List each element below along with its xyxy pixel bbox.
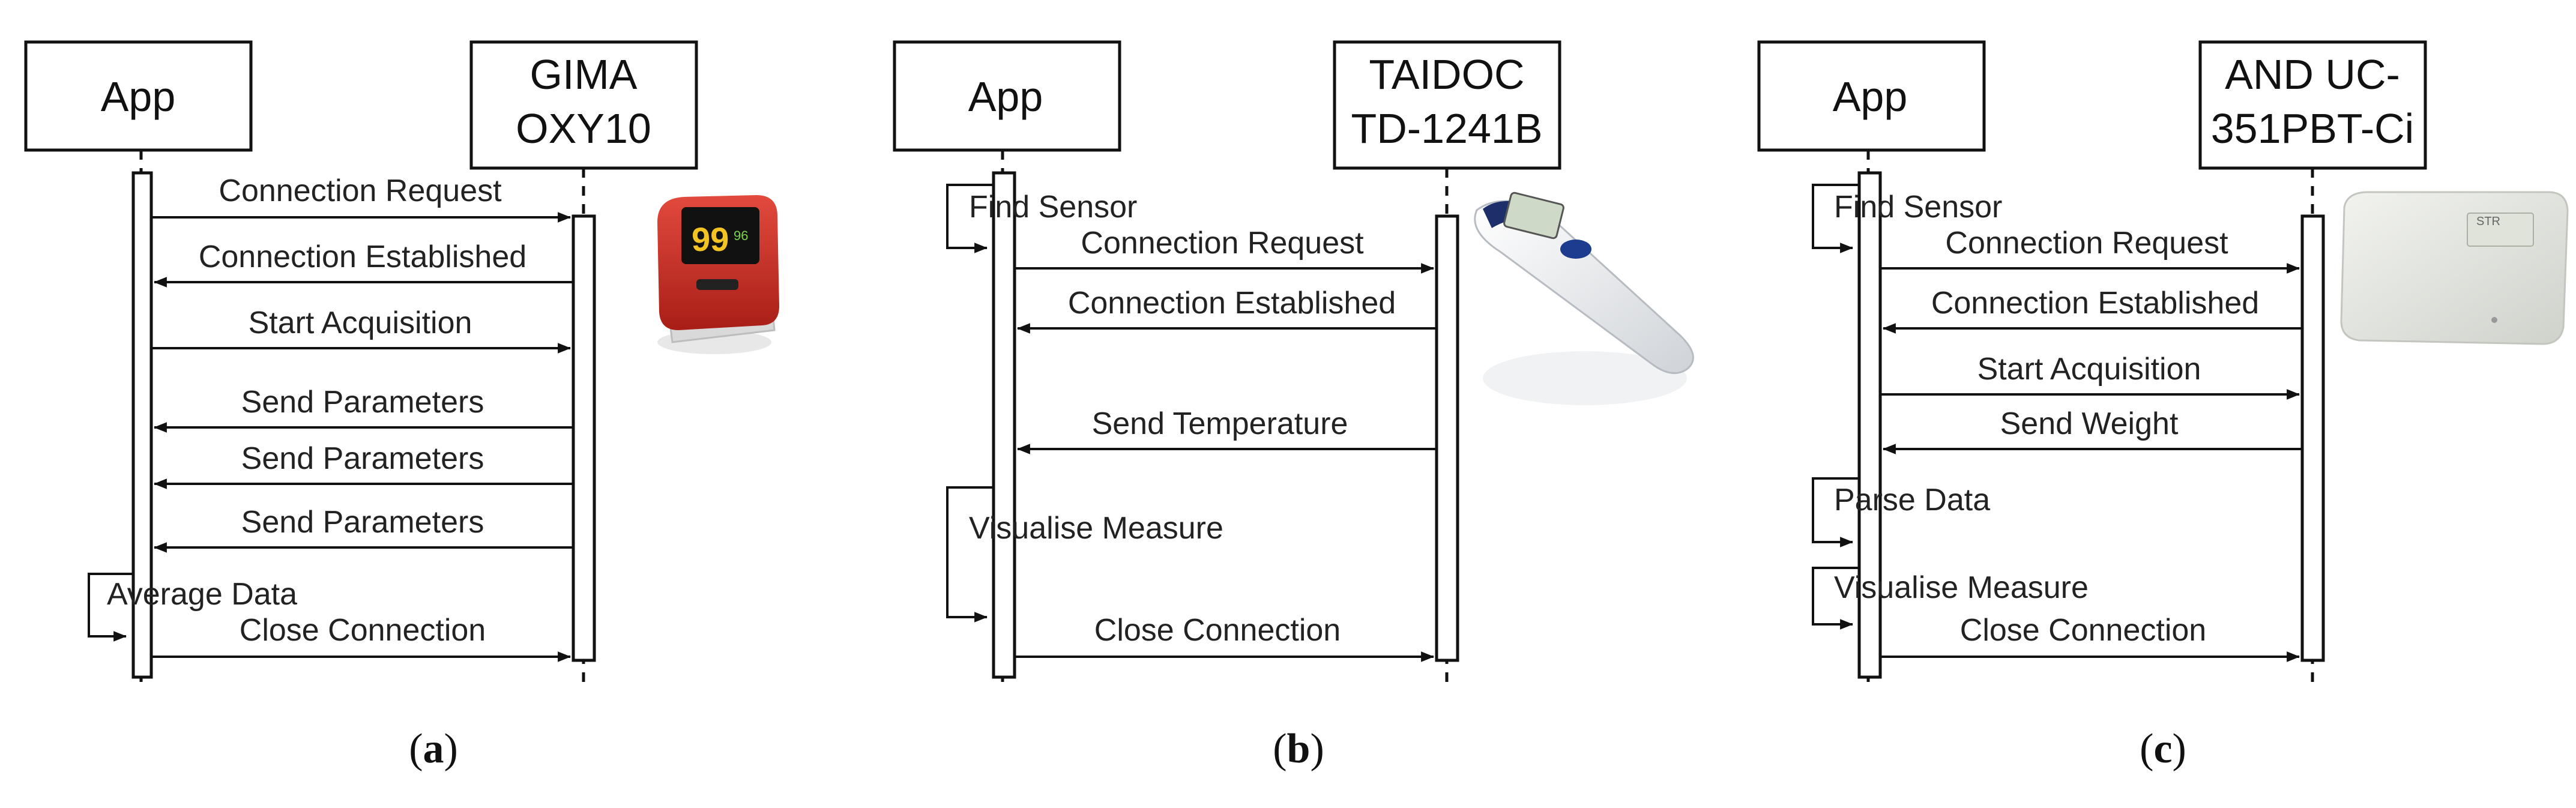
message-label: Start Acquisition (1977, 352, 2201, 387)
message-label: Send Temperature (1092, 406, 1348, 441)
message-arrow: Close Connection (1880, 613, 2300, 662)
message-arrow: Close Connection (151, 613, 572, 662)
device-label-line1: TAIDOC (1369, 51, 1524, 98)
app-lifeline-box (24, 40, 253, 152)
app-label: App (101, 73, 176, 120)
device-lifeline-box (2198, 40, 2427, 170)
message-label: Close Connection (1960, 613, 2206, 648)
device-label-line2: OXY10 (516, 105, 651, 152)
message-arrow: Start Acquisition (151, 306, 572, 354)
panel-c: App AND UC- 351PBT-Ci Find Sensor Connec… (1757, 40, 2569, 690)
app-activation-bar (131, 171, 153, 679)
svg-text:STR: STR (2476, 215, 2500, 228)
device-label-line1: AND UC- (2225, 51, 2400, 98)
message-label: Connection Established (1068, 286, 1396, 321)
panel-b: App TAIDOC TD-1241B Find Sensor Connecti… (893, 40, 1694, 690)
device-label-line2: 351PBT-Ci (2211, 105, 2414, 152)
message-arrow: Send Temperature (1016, 406, 1437, 454)
pulse-oximeter-icon: 99 96 (657, 195, 779, 354)
caption-letter: b (1287, 726, 1311, 772)
app-label: App (968, 73, 1043, 120)
app-activation-bar (992, 171, 1016, 679)
app-lifeline-box (893, 40, 1121, 152)
svg-text:(c): (c) (2140, 726, 2186, 772)
self-call-label: Find Sensor (1834, 190, 2002, 225)
self-call: Find Sensor (1812, 184, 2002, 253)
caption-c: (c) (2140, 726, 2186, 772)
message-label: Close Connection (240, 613, 486, 648)
self-call: Visualise Measure (1812, 567, 2089, 630)
svg-text:96: 96 (734, 228, 748, 243)
message-arrow: Start Acquisition (1880, 352, 2300, 400)
device-label-line1: GIMA (530, 51, 638, 98)
self-call-label: Find Sensor (969, 190, 1137, 225)
device-activation-bar (572, 214, 596, 662)
app-lifeline-box (1757, 40, 1986, 152)
message-label: Connection Established (199, 240, 526, 274)
message-label: Start Acquisition (249, 306, 472, 340)
message-arrow: Send Weight (1882, 406, 2302, 454)
caption-a: (a) (409, 726, 458, 772)
message-arrow: Connection Established (1882, 286, 2302, 334)
message-label: Send Parameters (241, 441, 484, 476)
message-label: Connection Request (1945, 226, 2228, 261)
self-call-label: Visualise Measure (1834, 570, 2089, 605)
caption-letter: c (2153, 726, 2172, 772)
message-arrow: Send Parameters (153, 441, 573, 489)
caption-letter: a (423, 726, 444, 772)
message-arrow: Connection Request (151, 173, 572, 223)
self-call-label: Parse Data (1834, 483, 1990, 517)
message-arrow: Send Parameters (153, 505, 573, 553)
device-lifeline-box (469, 40, 698, 170)
self-call: Find Sensor (946, 184, 1137, 253)
svg-text:(b): (b) (1273, 726, 1324, 772)
message-arrow: Send Parameters (153, 385, 573, 433)
message-arrow: Connection Request (1015, 226, 1435, 274)
self-call: Average Data (88, 573, 297, 642)
message-label: Connection Established (1931, 286, 2259, 321)
message-label: Send Weight (2000, 406, 2179, 441)
message-label: Connection Request (1081, 226, 1364, 261)
svg-text:(a): (a) (409, 726, 458, 772)
message-arrow: Close Connection (1015, 613, 1435, 662)
message-label: Send Parameters (241, 505, 484, 540)
device-activation-bar (2300, 214, 2325, 662)
message-arrow: Connection Established (1016, 286, 1437, 334)
message-label: Send Parameters (241, 385, 484, 420)
message-label: Connection Request (219, 173, 502, 208)
message-arrow: Connection Request (1880, 226, 2300, 274)
weight-scale-icon: STR (2340, 191, 2569, 345)
device-lifeline-box (1333, 40, 1561, 170)
app-activation-bar (1857, 171, 1882, 679)
device-label-line2: TD-1241B (1351, 105, 1542, 152)
svg-text:99: 99 (692, 220, 729, 258)
self-call: Visualise Measure (946, 486, 1223, 623)
message-arrow: Connection Established (153, 240, 573, 288)
thermometer-icon (1474, 191, 1694, 405)
caption-b: (b) (1273, 726, 1324, 772)
self-call-label: Visualise Measure (969, 511, 1223, 546)
message-label: Close Connection (1094, 613, 1341, 648)
device-activation-bar (1435, 214, 1459, 662)
self-call: Parse Data (1812, 477, 1990, 547)
self-call-label: Average Data (107, 577, 297, 612)
panel-a: App GIMA OXY10 Connection Request Connec… (24, 40, 779, 690)
app-label: App (1833, 73, 1908, 120)
